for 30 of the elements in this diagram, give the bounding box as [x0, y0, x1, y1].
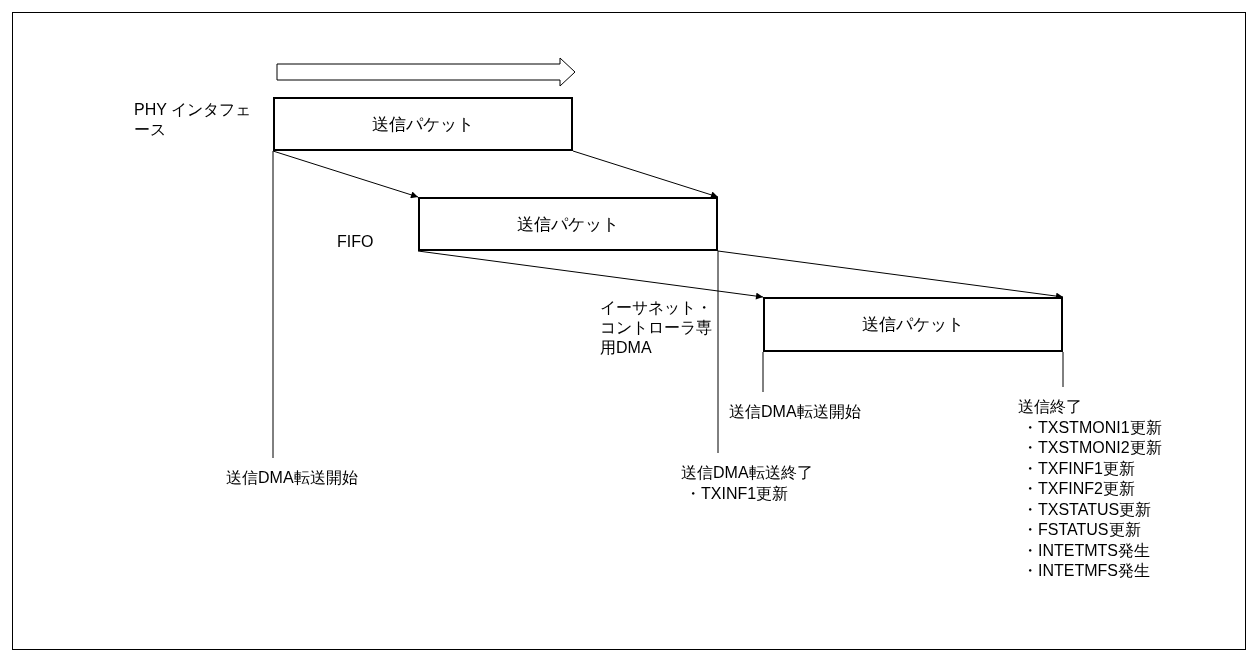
event-label: 送信DMA転送開始 — [729, 402, 861, 422]
packet-label: 送信パケット — [372, 113, 474, 136]
event-label: 送信終了 — [1018, 397, 1083, 417]
register-item: ・TXFINF1更新 — [1022, 458, 1136, 479]
packet-label: 送信パケット — [517, 213, 619, 236]
register-item: ・FSTATUS更新 — [1022, 520, 1142, 540]
timing-line — [717, 250, 719, 454]
packet-box — [273, 97, 573, 151]
event-label: 送信DMA転送終了 — [681, 463, 813, 483]
timing-line — [272, 150, 274, 459]
register-item: ・TXSTMONI1更新 — [1022, 417, 1162, 438]
timing-line — [762, 351, 764, 393]
register-item: ・TXFINF2更新 — [1022, 479, 1136, 499]
arrow — [572, 150, 719, 199]
packet-box — [418, 197, 718, 251]
arrow — [272, 150, 419, 199]
register-item: ・TXSTATUS更新 — [1022, 499, 1153, 520]
register-item: ・TXINF1更新 — [685, 483, 790, 504]
packet-box — [763, 297, 1063, 352]
timing-line — [1062, 351, 1064, 388]
row-label: PHY インタフェース — [134, 100, 253, 140]
register-item: ・INTETMTS発生 — [1022, 540, 1151, 561]
register-item: ・INTETMFS発生 — [1022, 561, 1151, 581]
packet-label: 送信パケット — [862, 314, 964, 336]
row-label: FIFO — [337, 232, 375, 252]
arrow — [717, 250, 1064, 300]
register-item: ・TXSTMONI2更新 — [1022, 438, 1162, 458]
arrow — [417, 250, 764, 300]
event-label: 送信DMA転送開始 — [226, 468, 358, 488]
row-label: イーサネット・コントローラ専用DMA — [600, 298, 713, 358]
